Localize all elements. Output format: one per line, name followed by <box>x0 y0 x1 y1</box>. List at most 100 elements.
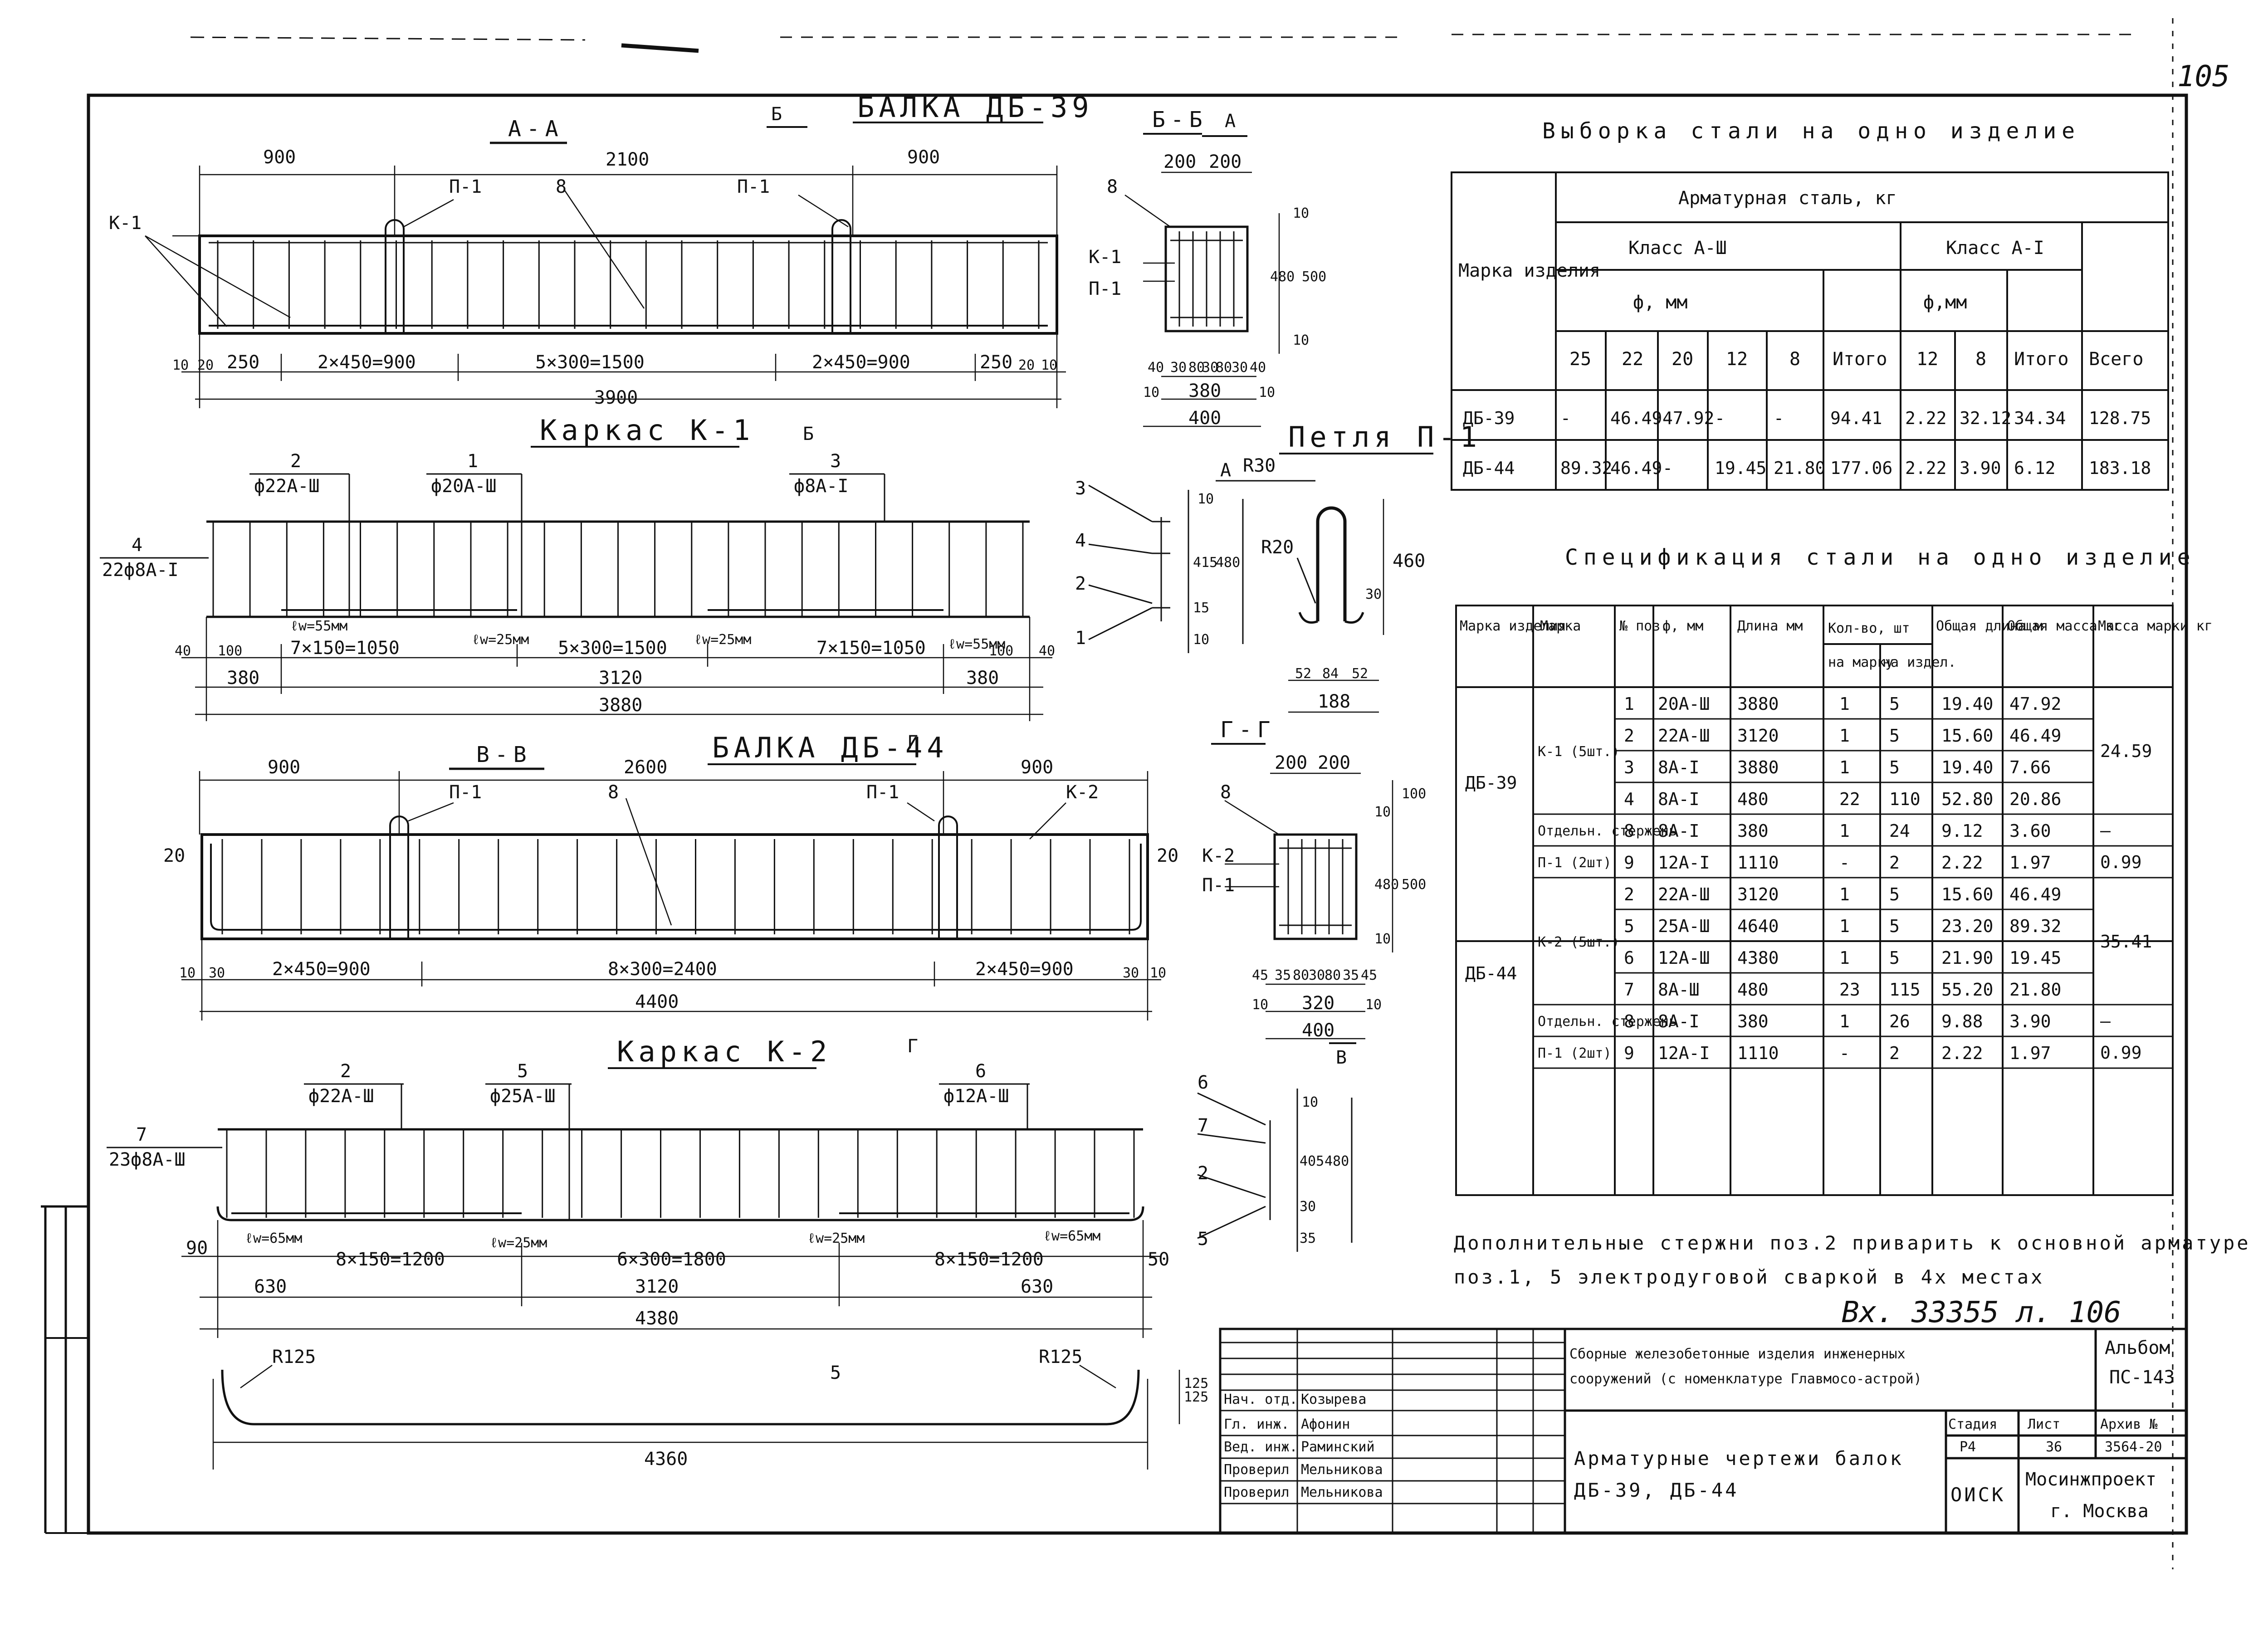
ss-cell: 19.45 <box>1715 458 1766 478</box>
k2-dim-b-5: 50 <box>1148 1249 1169 1270</box>
db44-dim-top-2: 2600 <box>624 757 667 778</box>
steel-sample-table: Выборка стали на одно изделие Марка изде… <box>1451 118 2169 491</box>
beam-db44-title: БАЛКА ДБ-44 <box>712 731 948 764</box>
spec-cell: 5 <box>1889 884 1900 904</box>
tb-project-line-2: сооружений (с номенклатуре Главмосо-астр… <box>1569 1371 1922 1387</box>
section-bb-a-mark: А <box>1225 111 1236 132</box>
bb-dim-top-1: 200 <box>1163 151 1196 172</box>
spec-h-pos: № поз. <box>1619 618 1668 634</box>
steel-sample-title: Выборка стали на одно изделие <box>1542 118 2080 144</box>
tb-org-name-1: Мосинжпроект <box>2025 1469 2156 1490</box>
spec-h-total-mass: Общая масса кг <box>2007 618 2122 634</box>
gg-dim-b-3: 10 <box>1365 997 1382 1013</box>
spec-mark: П-1 (2шт) <box>1538 855 1612 871</box>
spec-h-mark: Марка <box>1540 618 1581 634</box>
spec-cell: 1.97 <box>2009 853 2051 873</box>
spec-item: ДБ-39 <box>1465 773 1517 793</box>
tb-album-label: Альбом <box>2105 1338 2170 1358</box>
k1-callout-3-spec: ф8А-I <box>794 476 848 497</box>
k1-weld-2: ℓw=25мм <box>472 632 529 648</box>
db39-dim-b-2: 20 <box>197 357 214 373</box>
ss-d1-8: 8 <box>1975 349 1986 370</box>
gg-dim-top-1: 200 <box>1275 752 1307 773</box>
spec-cell: 1110 <box>1737 853 1779 873</box>
ss-h-class1: Класс А-I <box>1946 238 2044 259</box>
title-block: 125 Сборные железобетонные изделия инжен… <box>1184 1328 2188 1534</box>
db44-dim-b-6: 30 <box>1123 965 1139 981</box>
ss-cell: 183.18 <box>2089 458 2151 478</box>
spec-mark: Отдельн. стержень <box>1538 823 1677 839</box>
spec-cell: 1 <box>1624 694 1634 714</box>
ss-cell: 94.41 <box>1830 408 1882 428</box>
spec-cell: 21.80 <box>2009 980 2061 1000</box>
spec-cell: 3880 <box>1737 757 1779 777</box>
db44-dim-b-7: 10 <box>1150 965 1166 981</box>
tb-org-short: ОИСК <box>1950 1484 2005 1506</box>
k1-dim-b-2: 100 <box>218 643 242 659</box>
gg-label-p1: П-1 <box>1202 875 1235 896</box>
spec-cell: 2 <box>1889 853 1900 873</box>
tb-name: Раминский <box>1301 1439 1375 1455</box>
spec-cell: 23 <box>1839 980 1860 1000</box>
section-bb-drawing: Б-Б А 200 200 8 К-1 П-1 10 480 5 <box>1089 107 1326 429</box>
spec-cell: 12А-I <box>1658 1043 1710 1063</box>
k1-callout-2-pos: 2 <box>290 451 301 472</box>
loop-p1-dim-30: 30 <box>1365 586 1382 602</box>
karkas-k2-drawing: Каркас К-2 Г 2 ф22А-Ш 5 ф25А-Ш 6 ф12А-Ш … <box>107 1035 1353 1338</box>
spec-cell: 55.20 <box>1941 980 1993 1000</box>
spec-cell: 5 <box>1889 726 1900 746</box>
ss-h-steel: Арматурная сталь, кг <box>1678 188 1897 209</box>
spec-cell: 3120 <box>1737 726 1779 746</box>
spec-cell: 1 <box>1839 948 1850 968</box>
k2-callout-5-spec: ф25А-Ш <box>490 1086 556 1107</box>
k2-callout-5-pos: 5 <box>517 1061 528 1082</box>
karkas-k2-title: Каркас К-2 <box>617 1035 831 1068</box>
spec-cell: 8 <box>1624 1011 1634 1031</box>
bb-dim-r-3: 500 <box>1302 269 1326 285</box>
db39-dim-top-2: 2100 <box>606 149 649 170</box>
k2-callout-2-pos: 2 <box>340 1061 351 1082</box>
db39-dim-b-9: 10 <box>1041 357 1057 373</box>
spec-cell: 8А-Ш <box>1658 980 1700 1000</box>
db39-beam-body <box>198 219 1058 335</box>
gg-label-k2: К-2 <box>1202 845 1235 866</box>
loop-p1-r20: R20 <box>1261 537 1294 558</box>
tb-role: Вед. инж. <box>1224 1439 1298 1455</box>
bb-dim-b-3: 10 <box>1259 385 1275 400</box>
gg-dim-s-1: 45 <box>1252 967 1268 983</box>
spec-cell: 9 <box>1624 1043 1634 1063</box>
spec-h-mark-mass: Масса марки кг <box>2098 618 2213 634</box>
bb-dim-s-3: 80 <box>1188 360 1205 376</box>
db39-label-p1-right: П-1 <box>737 176 770 197</box>
spec-table-title: Спецификация стали на одно изделие <box>1565 545 2196 570</box>
k2-sec-dim-4: 30 <box>1300 1199 1316 1215</box>
db39-label-p1-left: П-1 <box>449 176 482 197</box>
gg-dim-r-2: 100 <box>1402 786 1426 802</box>
spec-cell: 1 <box>1839 726 1850 746</box>
k1-left-pos: 4 <box>132 535 142 556</box>
k1-callout-1-spec: ф20А-Ш <box>431 476 497 497</box>
spec-cell: 22А-Ш <box>1658 726 1710 746</box>
spec-cell: 9.88 <box>1941 1011 1983 1031</box>
gg-b-mark: В <box>1336 1047 1347 1068</box>
spec-h-qty-item: на издел. <box>1882 654 1956 670</box>
k2-section-mark: Г <box>907 1036 918 1057</box>
k1-section-mark: Б <box>803 424 814 444</box>
incoming-stamp: Вх. 33355 л. 106 <box>1842 1296 2121 1329</box>
k1-callout-3-pos: 3 <box>830 451 841 472</box>
spec-cell: 7 <box>1624 980 1634 1000</box>
gg-dim-r-3: 480 <box>1374 877 1399 893</box>
gg-dim-s-2: 35 <box>1275 967 1291 983</box>
spec-cell: 20А-Ш <box>1658 694 1710 714</box>
spec-cell: 380 <box>1737 1011 1769 1031</box>
bb-dim-s-5: 80 <box>1216 360 1232 376</box>
k2-left-spec: 23ф8А-Ш <box>109 1149 186 1170</box>
spec-h-qty-mark: на марку <box>1828 654 1894 670</box>
tb-archive-value: 3564-20 <box>2105 1439 2162 1455</box>
ss-cell: ДБ-44 <box>1463 458 1515 478</box>
ss-h-total-a3: Итого <box>1833 349 1887 370</box>
spec-mark-mass: — <box>2100 1011 2111 1031</box>
k1-weld-4: ℓw=55мм <box>948 636 1005 652</box>
k2-left-pos: 7 <box>136 1124 147 1145</box>
tb-stage-label: Стадия <box>1948 1416 1997 1432</box>
